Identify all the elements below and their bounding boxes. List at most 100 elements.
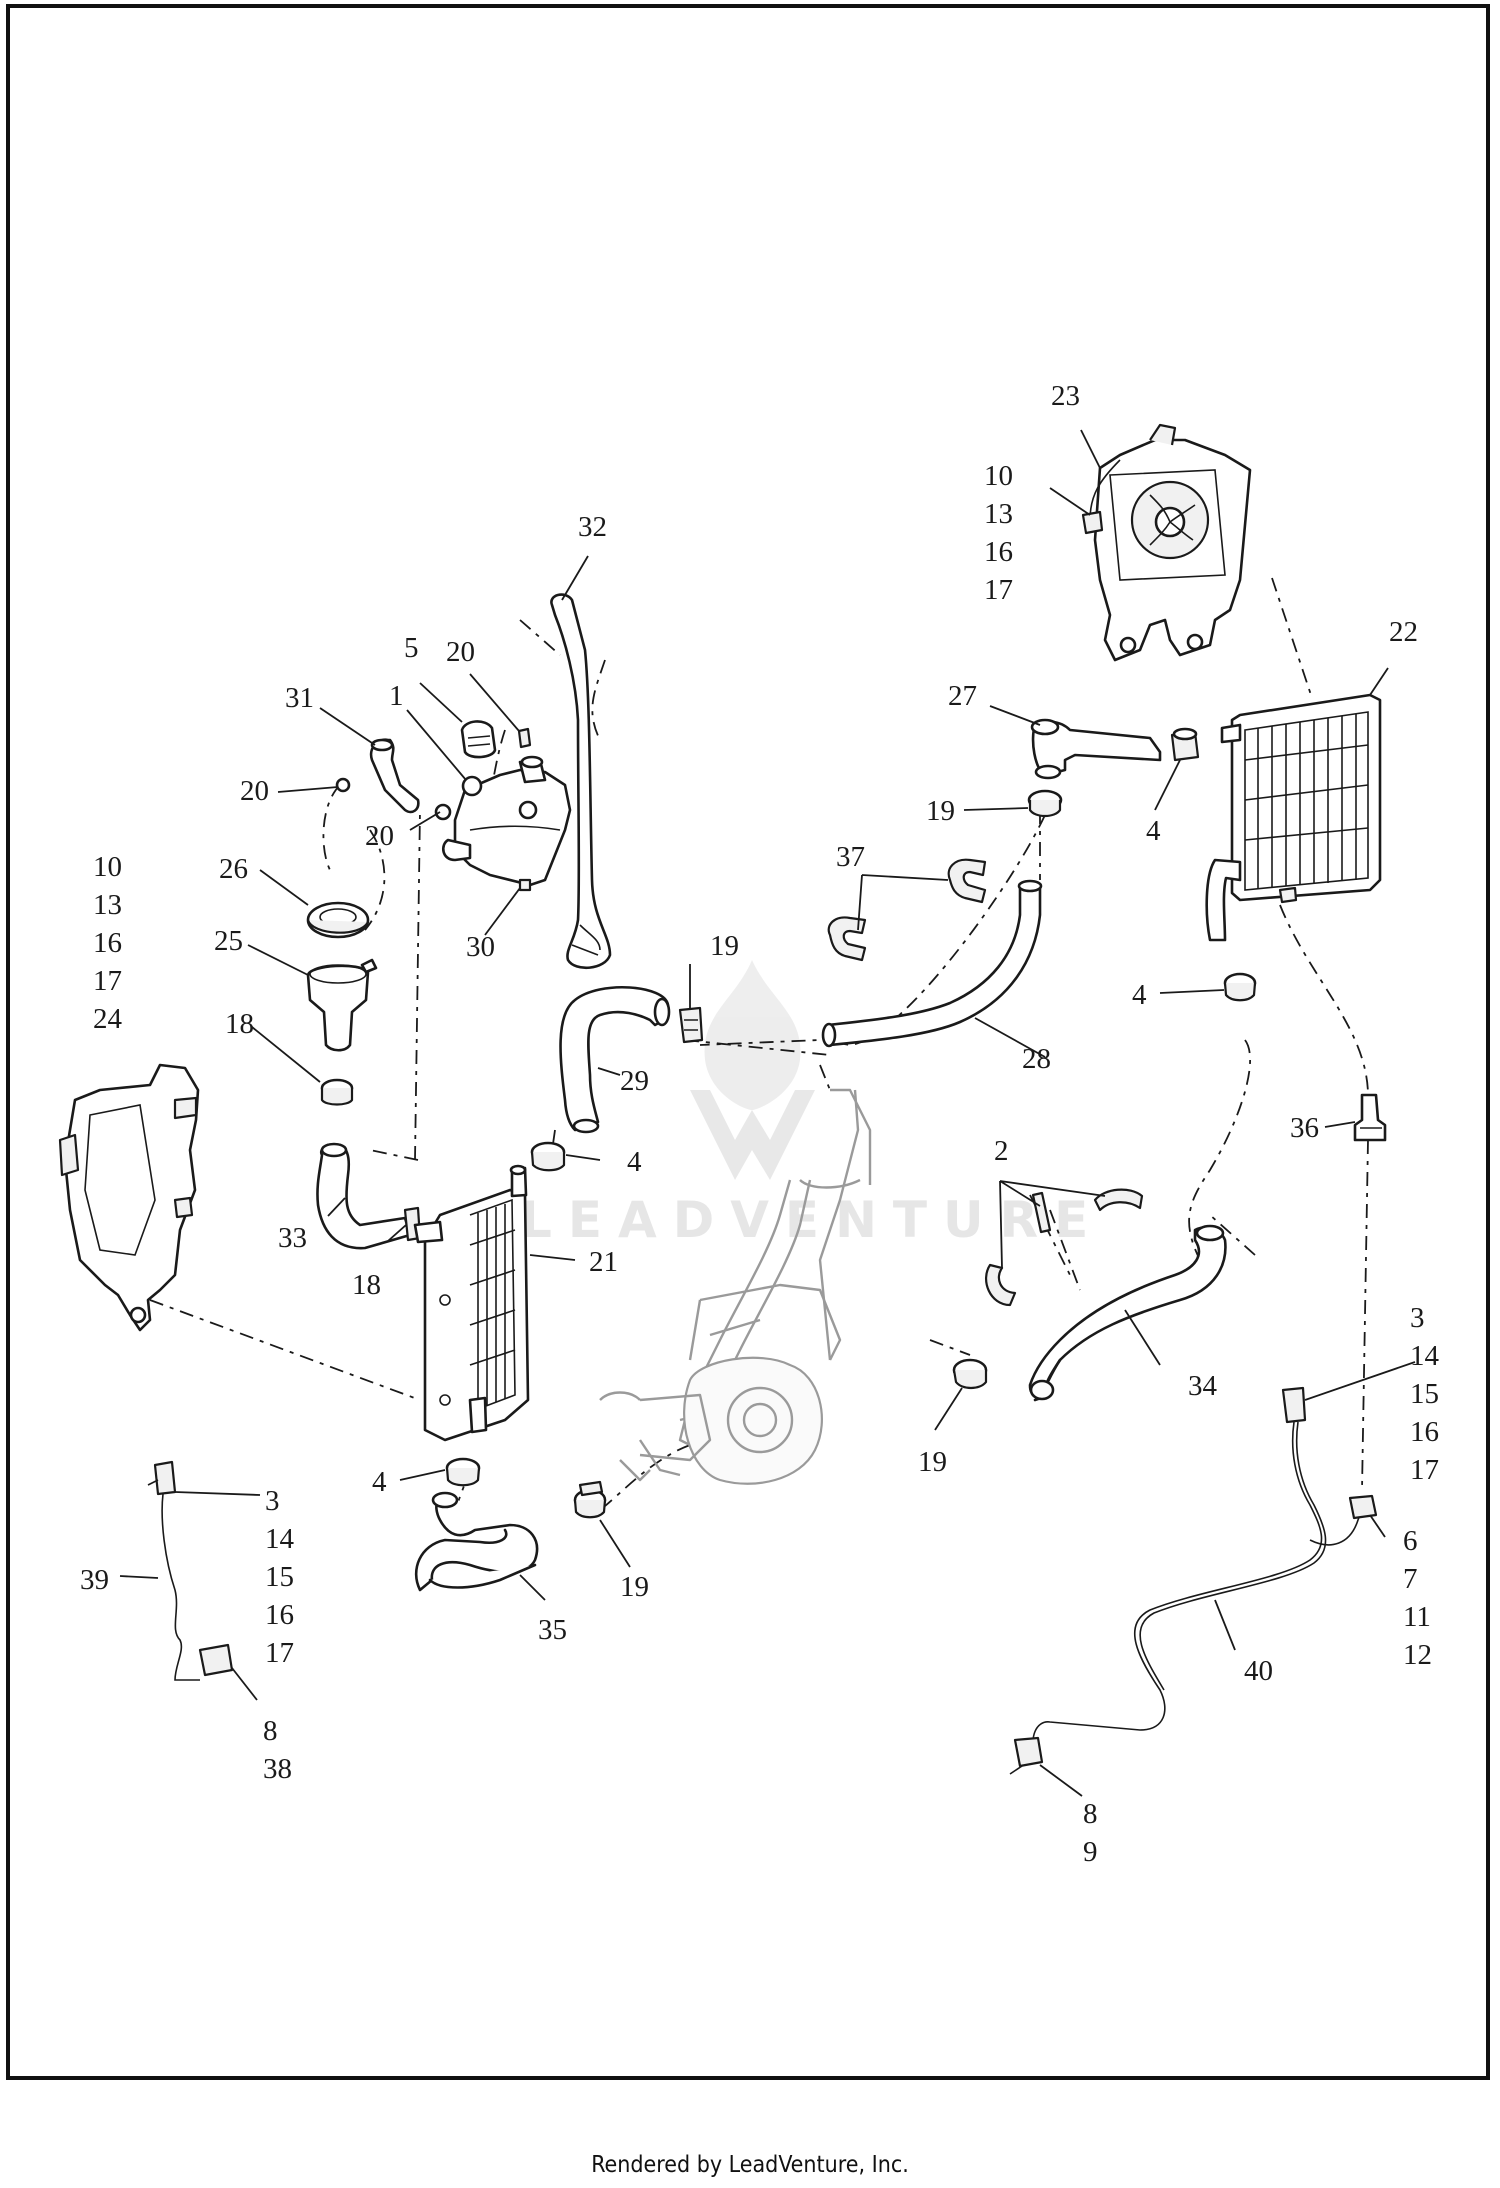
callout-line: 29	[620, 1065, 649, 1097]
callout-31: 31	[285, 682, 314, 714]
callout-19-mid: 19	[710, 930, 739, 962]
callout-line: 10	[984, 460, 1013, 492]
callout-line: 6	[1403, 1525, 1418, 1557]
callout-2: 2	[994, 1135, 1009, 1167]
callout-line: 14	[265, 1523, 295, 1555]
callout-19-lower-right: 19	[918, 1446, 947, 1478]
callout-5: 5	[404, 632, 419, 664]
callout-line: 4	[627, 1146, 642, 1178]
callout-line: 26	[219, 853, 248, 885]
callout-40: 40	[1244, 1655, 1273, 1687]
callout-21: 21	[589, 1246, 618, 1278]
part-clips-2	[985, 1188, 1144, 1307]
callout-line: 13	[984, 498, 1013, 530]
callout-line: 15	[1410, 1378, 1439, 1410]
callout-18-top: 18	[225, 1008, 254, 1040]
footer-credit: Rendered by LeadVenture, Inc.	[591, 2152, 909, 2178]
callout-line: 16	[1410, 1416, 1439, 1448]
part-hose-33	[316, 1142, 412, 1250]
callout-line: 8	[263, 1715, 278, 1747]
callout-line: 22	[1389, 616, 1418, 648]
callout-line: 32	[578, 511, 607, 543]
part-clamp-4-right	[1223, 972, 1257, 1002]
callout-line: 12	[1403, 1639, 1432, 1671]
callout-line: 35	[538, 1614, 567, 1646]
callout-line: 37	[836, 841, 865, 873]
callout-line: 34	[1188, 1370, 1218, 1402]
callout-line: 13	[93, 889, 122, 921]
part-overflow-hose-32	[550, 593, 612, 969]
callout-line: 17	[93, 965, 122, 997]
part-hose-31	[369, 738, 420, 814]
part-cap-5	[460, 720, 497, 759]
callout-line: 30	[466, 931, 495, 963]
part-ring-18-top	[320, 1078, 354, 1106]
callout-4-top: 4	[1146, 815, 1161, 847]
callout-line: 8	[1083, 1798, 1098, 1830]
callout-line: 20	[446, 636, 475, 668]
callout-18-lower: 18	[352, 1269, 381, 1301]
callout-line: 7	[1403, 1563, 1418, 1595]
callout-22: 22	[1389, 616, 1418, 648]
engine-frame-ghost	[599, 1088, 872, 1485]
callout-line: 17	[265, 1637, 294, 1669]
callout-line: 17	[1410, 1454, 1439, 1486]
callout-line: 14	[1410, 1340, 1440, 1372]
callout-6-7-11-12: 6 7 11 12	[1403, 1525, 1432, 1671]
part-clamp-19-top	[1027, 789, 1063, 818]
part-hose-27	[1030, 718, 1200, 780]
callout-line: 16	[93, 927, 122, 959]
callout-36: 36	[1290, 1112, 1319, 1144]
callout-29: 29	[620, 1065, 649, 1097]
callout-37: 37	[836, 841, 865, 873]
callout-25: 25	[214, 925, 243, 957]
callout-28: 28	[1022, 1043, 1051, 1075]
callout-34: 34	[1188, 1370, 1218, 1402]
part-reservoir-30	[441, 755, 572, 892]
callout-line: 25	[214, 925, 243, 957]
callout-line: 40	[1244, 1655, 1273, 1687]
callout-line: 17	[984, 574, 1013, 606]
callout-line: 5	[404, 632, 419, 664]
callout-line: 4	[372, 1466, 387, 1498]
callout-line: 27	[948, 680, 977, 712]
callout-line: 38	[263, 1753, 292, 1785]
callout-line: 24	[93, 1003, 123, 1035]
callout-27: 27	[948, 680, 977, 712]
part-small-fittings	[335, 727, 532, 821]
callout-1: 1	[389, 680, 404, 712]
callout-line: 19	[620, 1571, 649, 1603]
callout-line: 19	[926, 795, 955, 827]
callout-leader-lines	[119, 429, 1416, 1797]
callout-4-mid: 4	[627, 1146, 642, 1178]
part-left-radiator	[413, 1164, 530, 1442]
part-hose-34	[1028, 1224, 1227, 1402]
assembly-leader-lines	[149, 577, 1369, 1511]
callout-line: 39	[80, 1564, 109, 1596]
callout-line: 9	[1083, 1836, 1098, 1868]
callout-23: 23	[1051, 380, 1080, 412]
callout-30: 30	[466, 931, 495, 963]
watermark-v-icon	[690, 1090, 815, 1180]
part-sensor-36	[1353, 1093, 1387, 1142]
callout-33: 33	[278, 1222, 307, 1254]
callout-4-lower: 4	[372, 1466, 387, 1498]
callout-19-top: 19	[926, 795, 955, 827]
callout-line: 11	[1403, 1601, 1431, 1633]
callout-line: 19	[918, 1446, 947, 1478]
callout-line: 15	[265, 1561, 294, 1593]
part-hose-35	[414, 1491, 539, 1592]
watermark-text: LEADVENTURE	[520, 1191, 1104, 1249]
callout-line: 2	[994, 1135, 1009, 1167]
callout-line: 31	[285, 682, 314, 714]
callout-19-lower: 19	[620, 1571, 649, 1603]
part-hose-28	[821, 858, 1043, 1048]
callout-35: 35	[538, 1614, 567, 1646]
part-harness-39	[147, 1460, 234, 1681]
part-harness-40	[1009, 1386, 1378, 1775]
